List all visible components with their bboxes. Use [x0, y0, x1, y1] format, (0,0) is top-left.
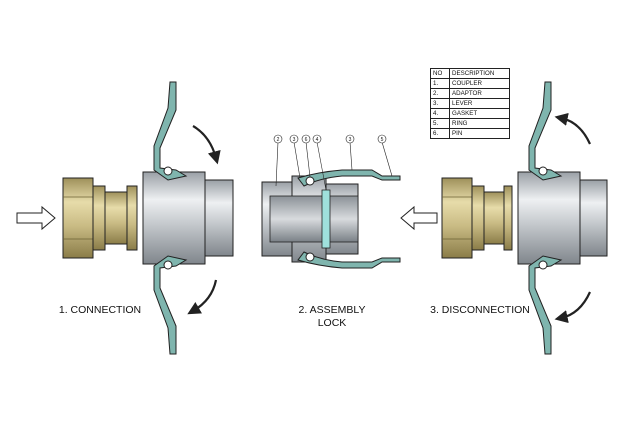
legend-description: PIN [449, 128, 510, 139]
lever-lower [297, 251, 401, 269]
lever [153, 81, 188, 355]
svg-text:3: 3 [293, 137, 296, 143]
stage-label-assembly-line2: LOCK [317, 317, 347, 329]
legend-no: 3. [430, 98, 450, 109]
svg-text:2: 2 [277, 137, 280, 143]
legend-row: 4. GASKET [430, 108, 510, 119]
adaptor [441, 177, 513, 259]
legend-row: 6. PIN [430, 128, 510, 139]
rotate-arrow [554, 112, 592, 145]
legend-description: COUPLER [449, 78, 510, 89]
callout-4: 4 [312, 134, 322, 144]
legend-row: 1. COUPLER [430, 78, 510, 89]
svg-text:5: 5 [381, 137, 384, 143]
legend-row: 3. LEVER [430, 98, 510, 109]
svg-text:3: 3 [349, 137, 352, 143]
lever [528, 81, 563, 355]
stage-assembly: 2 3 6 4 3 5 [261, 134, 401, 269]
legend-no: 4. [430, 108, 450, 119]
stage-connection [16, 81, 234, 355]
callout-3: 3 [289, 134, 299, 144]
callout-3b: 3 [345, 134, 355, 144]
callout-6: 6 [301, 134, 311, 144]
lever-upper [297, 169, 401, 187]
legend-header: NO DESCRIPTION [430, 68, 510, 79]
stage-label-connection: 1. CONNECTION [58, 304, 142, 316]
legend-no: 2. [430, 88, 450, 99]
stage-label-assembly-line1: 2. ASSEMBLY [298, 304, 366, 316]
stage-label-disconnection: 3. DISCONNECTION [430, 304, 530, 316]
svg-text:6: 6 [305, 137, 308, 143]
gasket [321, 189, 331, 249]
pull-arrow [400, 205, 438, 231]
legend-description: RING [449, 118, 510, 129]
rotate-arrow [187, 279, 218, 315]
callout-2: 2 [273, 134, 283, 144]
legend-no: 5. [430, 118, 450, 129]
callouts: 2 3 6 4 3 5 [273, 134, 387, 144]
legend-row: 5. RING [430, 118, 510, 129]
legend-row: 2. ADAPTOR [430, 88, 510, 99]
stage-label-assembly: 2. ASSEMBLY LOCK [272, 304, 392, 330]
stage-disconnection [400, 81, 608, 355]
svg-text:4: 4 [316, 137, 319, 143]
rotate-arrow [554, 291, 592, 324]
legend-description: LEVER [449, 98, 510, 109]
rotate-arrow [192, 125, 221, 165]
legend-header-description: DESCRIPTION [449, 68, 510, 79]
parts-legend: NO DESCRIPTION 1. COUPLER 2. ADAPTOR 3. … [430, 68, 510, 139]
adaptor [62, 177, 138, 259]
callout-5: 5 [377, 134, 387, 144]
legend-no: 1. [430, 78, 450, 89]
coupler [517, 171, 608, 265]
push-arrow [16, 205, 56, 231]
legend-header-no: NO [430, 68, 450, 79]
coupler [142, 171, 234, 265]
legend-no: 6. [430, 128, 450, 139]
legend-description: GASKET [449, 108, 510, 119]
legend-description: ADAPTOR [449, 88, 510, 99]
